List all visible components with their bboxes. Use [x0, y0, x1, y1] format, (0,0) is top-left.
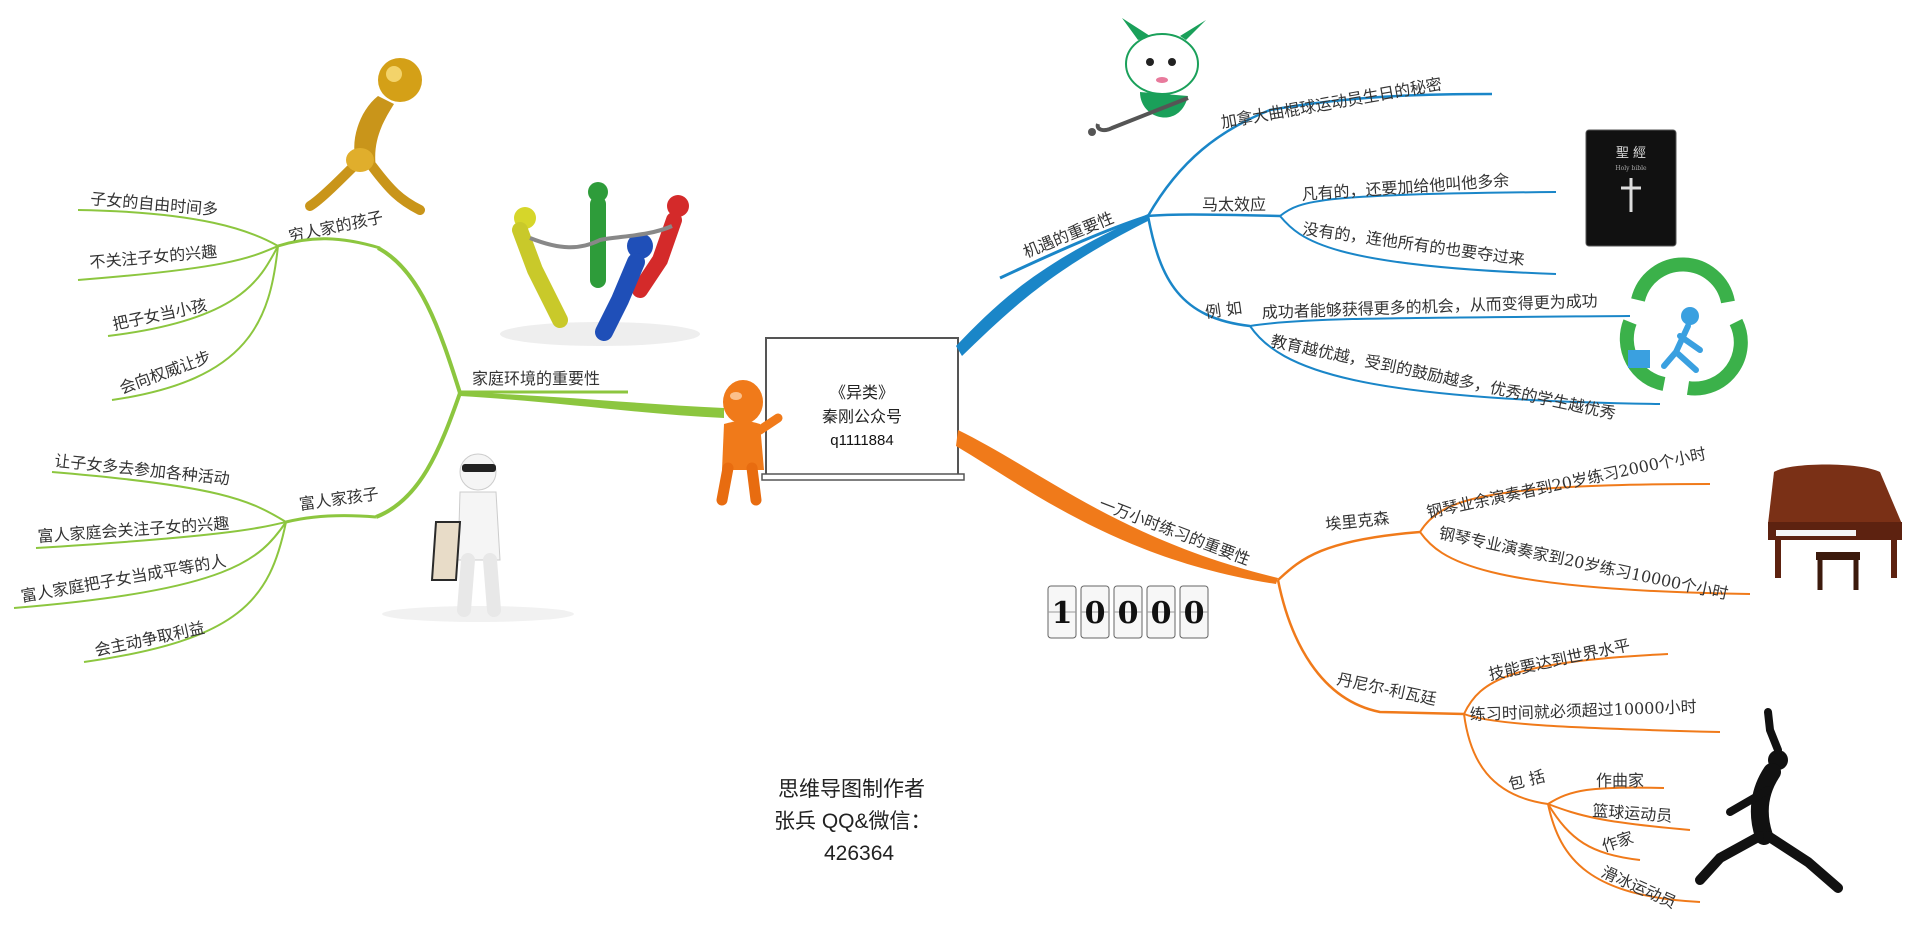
whiteboard-tray [762, 474, 964, 480]
gold-figure-icon [310, 58, 422, 210]
teamwork-figures-icon [500, 182, 700, 346]
family-trunk-line [460, 392, 724, 418]
poor-item: 会向权威让步 [117, 347, 214, 398]
include-item: 作家 [1599, 828, 1635, 856]
matthew-item: 凡有的，还要加给他叫他多余 [1301, 171, 1510, 204]
include-item: 作曲家 [1596, 771, 1644, 790]
shopper-figure-icon [382, 454, 574, 622]
center-line3: q1111884 [830, 432, 893, 449]
example-item: 教育越优越，受到的鼓励越多，优秀的学生越优秀 [1269, 331, 1617, 423]
family-label: 家庭环境的重要性 [472, 369, 600, 388]
family-branch: 家庭环境的重要性 穷人家的孩子 子女的自由时间多 不关注子女的兴趣 把子女当小孩… [14, 189, 724, 662]
chance-label: 机遇的重要性 [1020, 208, 1116, 262]
ericsson-label: 埃里克森 [1324, 508, 1390, 534]
rich-item: 富人家庭把子女当成平等的人 [19, 551, 227, 606]
svg-text:聖 經: 聖 經 [1616, 146, 1646, 161]
counter-digit: 0 [1118, 596, 1139, 631]
ericsson-item: 钢琴业余演奏者到20岁练习2000个小时 [1425, 444, 1708, 522]
center-title: 《异类》 [830, 383, 894, 402]
piano-icon [1768, 465, 1902, 591]
levitin-item: 练习时间就必须超过10000小时 [1469, 697, 1696, 724]
rich-underline [286, 516, 376, 522]
counter-digit: 0 [1184, 596, 1205, 631]
svg-text:Holy bible: Holy bible [1615, 165, 1647, 172]
jumpman-icon [1700, 712, 1838, 888]
include-item: 滑冰运动员 [1598, 862, 1679, 912]
rich-label: 富人家孩子 [298, 484, 380, 514]
practice-to-ericsson-line [1278, 532, 1420, 580]
counter-digit: 1 [1052, 596, 1073, 631]
example-item-line [1250, 326, 1660, 404]
levitin-item: 技能要达到世界水平 [1487, 635, 1632, 684]
hockey-item: 加拿大曲棍球运动员生日的秘密 [1219, 74, 1443, 132]
ericsson-item: 钢琴专业演奏家到20岁练习10000个小时 [1437, 523, 1730, 603]
include-item: 篮球运动员 [1592, 801, 1673, 826]
hockey-mascot-icon [1088, 18, 1206, 136]
levitin-label: 丹尼尔-利瓦廷 [1335, 669, 1438, 709]
credit-line1: 思维导图制作者 [778, 778, 925, 801]
credit-block: 思维导图制作者 张兵 QQ&微信： 426364 [774, 778, 932, 865]
counter-digit: 0 [1151, 596, 1172, 631]
include-label: 包 括 [1506, 766, 1547, 793]
levitin-to-include-line [1464, 714, 1548, 804]
bible-book-icon: 聖 經 Holy bible [1586, 130, 1676, 246]
credit-line2: 张兵 QQ&微信： [774, 810, 932, 833]
credit-line3: 426364 [824, 842, 894, 865]
matthew-label: 马太效应 [1202, 195, 1266, 214]
family-to-poor-line [378, 248, 460, 393]
chance-to-matthew-line [1148, 215, 1280, 217]
chance-branch: 机遇的重要性 加拿大曲棍球运动员生日的秘密 马太效应 凡有的，还要加给他叫他多余… [956, 74, 1660, 423]
counter-digit: 0 [1085, 596, 1106, 631]
center-line2: 秦刚公众号 [822, 407, 902, 426]
rich-item: 让子女多去参加各种活动 [54, 451, 231, 488]
recycle-runner-icon [1627, 264, 1741, 388]
matthew-item: 没有的，连他所有的也要夺过来 [1301, 219, 1525, 269]
family-to-rich-line [376, 393, 460, 517]
rich-item: 会主动争取利益 [93, 618, 207, 660]
example-label: 例 如 [1204, 298, 1243, 322]
center-node: 《异类》 秦刚公众号 q1111884 [722, 338, 964, 500]
practice-branch: 一万小时练习的重要性 埃里克森 钢琴业余演奏者到20岁练习2000个小时 钢琴专… [956, 430, 1750, 912]
